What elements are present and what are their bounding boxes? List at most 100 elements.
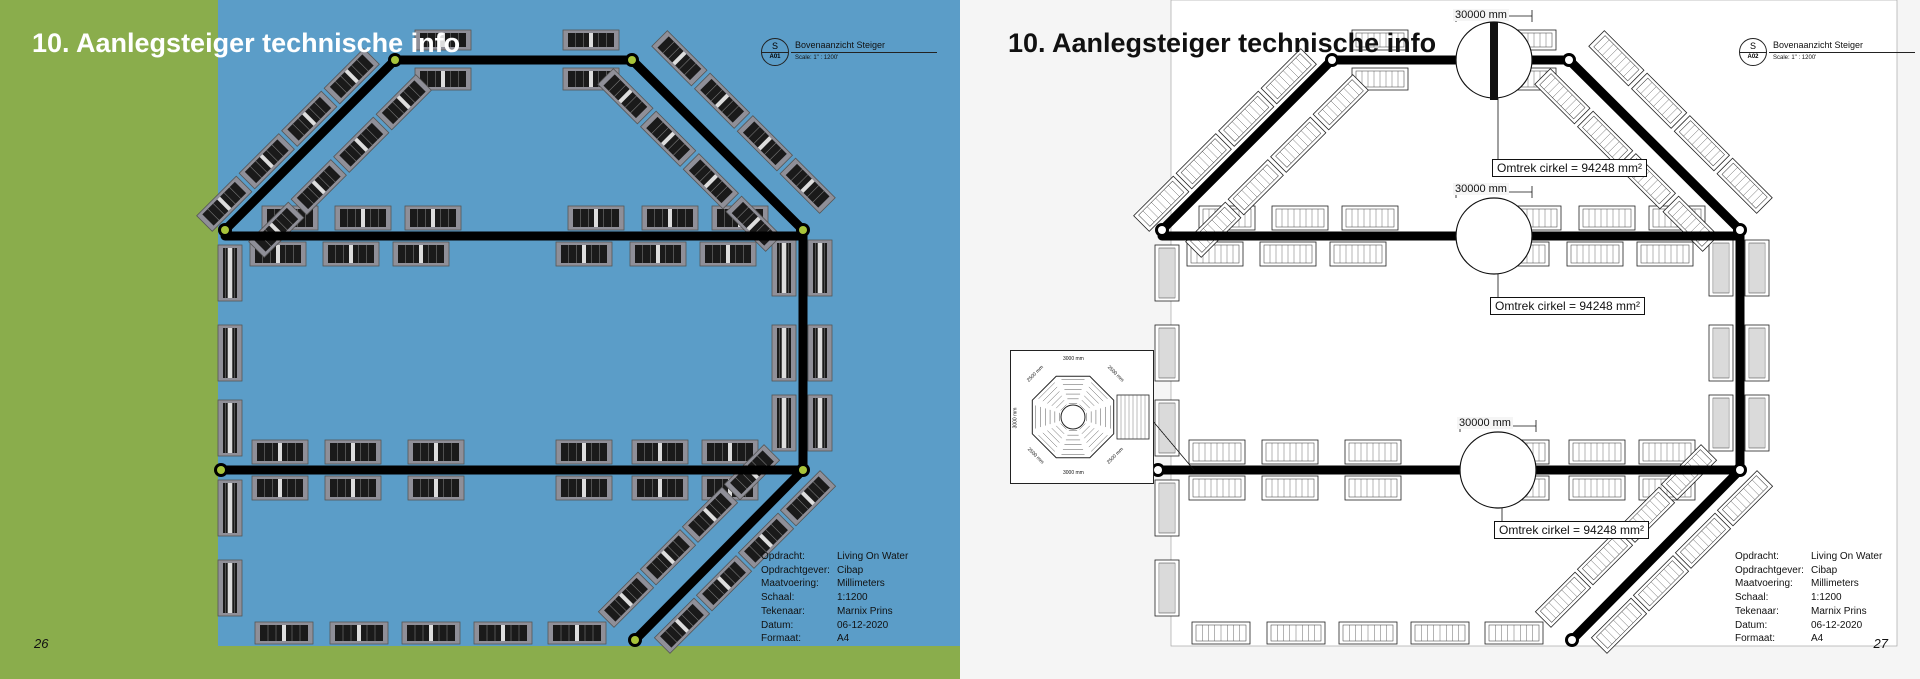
view-scale: Scale: 1" : 1200': [1773, 55, 1817, 61]
houseboat: [1261, 439, 1319, 465]
info-row: Schaal:1:1200: [761, 592, 868, 604]
houseboat: [807, 239, 833, 297]
houseboat: [1410, 621, 1470, 645]
houseboat: [248, 201, 305, 258]
walkway: [630, 465, 808, 645]
walkway-node-center: [628, 56, 636, 64]
houseboat: [333, 116, 390, 173]
houseboat: [737, 512, 795, 569]
measure-circle: [1459, 431, 1537, 509]
houseboat: [1636, 241, 1694, 267]
houseboat: [1261, 475, 1319, 501]
houseboat: [1588, 30, 1645, 87]
page-number: 26: [34, 636, 49, 651]
dimension-label: 30000 mm: [1453, 9, 1509, 21]
houseboat: [653, 597, 711, 654]
octagon-detail-drawing: [1031, 375, 1150, 459]
circumference-annotation: Omtrek cirkel = 94248 mm²: [1494, 521, 1650, 539]
houseboat: [1534, 68, 1591, 125]
info-row: Datum:06-12-2020: [761, 619, 889, 631]
houseboat: [681, 486, 739, 543]
info-row: Formaat:A4: [761, 633, 850, 645]
info-row: Opdrachtgever:Cibap: [761, 564, 864, 576]
houseboat: [555, 475, 613, 501]
houseboat: [1271, 205, 1329, 231]
houseboat: [771, 324, 797, 382]
houseboat: [1191, 621, 1251, 645]
houseboat: [1341, 205, 1399, 231]
view-header: S A01 Bovenaanzicht Steiger Scale: 1" : …: [757, 38, 937, 70]
houseboat: [1344, 439, 1402, 465]
houseboat: [1568, 439, 1626, 465]
walkway-node-center: [799, 466, 807, 474]
houseboat: [555, 439, 613, 465]
houseboat: [639, 110, 697, 167]
info-row: Tekenaar:Marnix Prins: [1735, 605, 1867, 617]
houseboat: [1744, 324, 1770, 382]
houseboat: [1154, 559, 1180, 617]
deck-plank: [1088, 386, 1104, 402]
houseboat: [322, 241, 380, 267]
houseboat: [779, 157, 836, 214]
houseboat: [1312, 74, 1369, 131]
view-name: Bovenaanzicht Steiger: [1773, 40, 1864, 50]
houseboat: [555, 241, 613, 267]
deck-plank: [1042, 432, 1058, 448]
houseboat: [1270, 116, 1327, 173]
houseboat: [1218, 90, 1275, 147]
view-header: S A02 Bovenaanzicht Steiger Scale: 1" : …: [1735, 38, 1915, 70]
houseboat: [1154, 479, 1180, 537]
walkway-node-center: [221, 226, 229, 234]
deck-plank: [1038, 435, 1055, 452]
walkway: [1157, 55, 1337, 235]
houseboat: [562, 29, 620, 51]
houseboat: [281, 90, 338, 147]
deck-plank: [1084, 428, 1095, 439]
houseboat: [1227, 159, 1284, 216]
houseboat: [631, 475, 689, 501]
houseboat: [1674, 512, 1732, 569]
houseboat: [217, 479, 243, 537]
walkway-node-center: [1328, 56, 1336, 64]
houseboat: [1708, 239, 1734, 297]
houseboat: [404, 205, 462, 231]
houseboat: [1534, 571, 1592, 628]
houseboat: [473, 621, 533, 645]
houseboat: [651, 30, 708, 87]
houseboat: [1338, 621, 1398, 645]
info-row: Formaat:A4: [1735, 633, 1824, 645]
houseboat: [597, 68, 654, 125]
measure-circle: [1455, 197, 1533, 275]
houseboat: [1175, 133, 1232, 190]
houseboat: [1351, 67, 1409, 91]
info-row: Maatvoering:Millimeters: [761, 578, 885, 590]
deck-plank: [1091, 435, 1108, 452]
page-number: 27: [1873, 636, 1888, 651]
houseboat: [1133, 175, 1190, 232]
houseboat: [323, 48, 380, 105]
deck-plank: [1047, 430, 1060, 443]
houseboat: [407, 439, 465, 465]
deck-plank: [1079, 404, 1086, 411]
deck-plank: [1047, 391, 1060, 404]
houseboat: [1632, 555, 1690, 612]
houseboat: [217, 244, 243, 302]
houseboat: [251, 475, 309, 501]
houseboat: [324, 439, 382, 465]
walkway-node-center: [1568, 636, 1576, 644]
houseboat: [217, 399, 243, 457]
houseboat: [807, 394, 833, 452]
houseboat: [334, 205, 392, 231]
houseboat: [392, 241, 450, 267]
houseboat: [1259, 241, 1317, 267]
houseboat: [290, 159, 347, 216]
deck-plank: [1060, 404, 1067, 411]
houseboat: [629, 241, 687, 267]
section-symbol: S A01: [761, 38, 789, 66]
walkway: [1564, 55, 1745, 235]
houseboat: [196, 175, 253, 232]
houseboat: [1154, 324, 1180, 382]
houseboat: [1188, 439, 1246, 465]
walkway: [627, 55, 808, 235]
info-row: Opdracht:Living On Water: [1735, 551, 1883, 562]
